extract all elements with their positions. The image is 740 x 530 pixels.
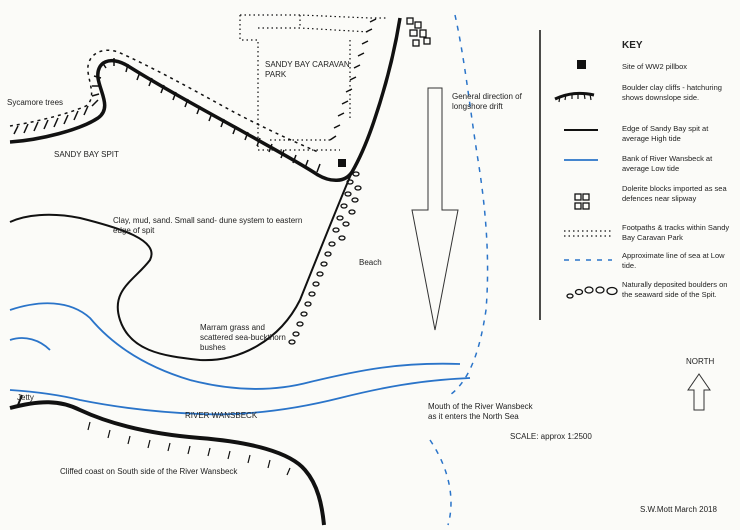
scale-label: SCALE: approx 1:2500 — [510, 432, 592, 441]
low-tide-line-south — [429, 439, 452, 526]
boulders — [288, 171, 362, 345]
south-cliff-hatching — [87, 421, 291, 476]
key-item-boulders: Naturally deposited boulders on the seaw… — [622, 280, 728, 299]
key-cliff-icon — [554, 91, 595, 103]
key-title: KEY — [622, 40, 643, 51]
sycamore-label: Sycamore trees — [7, 98, 64, 107]
south-cliff-line — [9, 400, 326, 526]
key-boulders-icon — [566, 286, 618, 299]
key-path-icon — [564, 230, 612, 237]
drift-arrow — [411, 87, 459, 331]
key-item-footpaths: Footpaths & tracks within Sandy Bay Cara… — [622, 223, 730, 242]
key-item-pillbox: Site of WW2 pillbox — [622, 62, 688, 71]
low-tide-line — [449, 14, 489, 396]
clay-label: Clay, mud, sand. Small sand- dune system… — [113, 216, 303, 235]
north-label: NORTH — [686, 357, 715, 366]
key-pillbox-icon — [577, 60, 586, 69]
author-label: S.W.Mott March 2018 — [640, 505, 717, 514]
marram-label: Marram grass and scattered sea-buckthorn… — [200, 323, 286, 352]
river-label: RIVER WANSBECK — [185, 411, 258, 420]
beach-label: Beach — [359, 258, 382, 267]
jetty-line — [17, 394, 23, 406]
key-blocks-icon — [574, 193, 590, 210]
mouth-label: Mouth of the River Wansbeck as it enters… — [428, 402, 533, 421]
key-item-dolerite: Dolerite blocks imported as sea defences… — [622, 184, 727, 203]
key-item-low-tide: Approximate line of sea at Low tide. — [622, 251, 725, 270]
drift-label: General direction of longshore drift — [452, 92, 522, 111]
key-symbols — [554, 60, 618, 299]
spit-edge-line — [9, 17, 402, 182]
key-item-cliffs: Boulder clay cliffs - hatchuring shows d… — [622, 83, 722, 102]
jetty-label: Jetty — [17, 393, 34, 402]
spit-seaward-edge — [9, 171, 353, 362]
north-arrow — [687, 373, 711, 411]
key-item-spit-edge: Edge of Sandy Bay spit at average High t… — [622, 124, 709, 143]
dolerite-blocks — [406, 17, 431, 47]
caravan-tracks — [239, 14, 388, 151]
cliff-hatching — [9, 18, 377, 173]
river-banks — [9, 302, 471, 416]
spit-label: SANDY BAY SPIT — [54, 150, 119, 159]
caravan-park-label: SANDY BAY CARAVAN PARK — [265, 60, 350, 79]
cliffed-coast-label: Cliffed coast on South side of the River… — [60, 467, 238, 476]
pillbox-marker — [338, 159, 346, 167]
key-item-river-bank: Bank of River Wansbeck at average Low ti… — [622, 154, 713, 173]
